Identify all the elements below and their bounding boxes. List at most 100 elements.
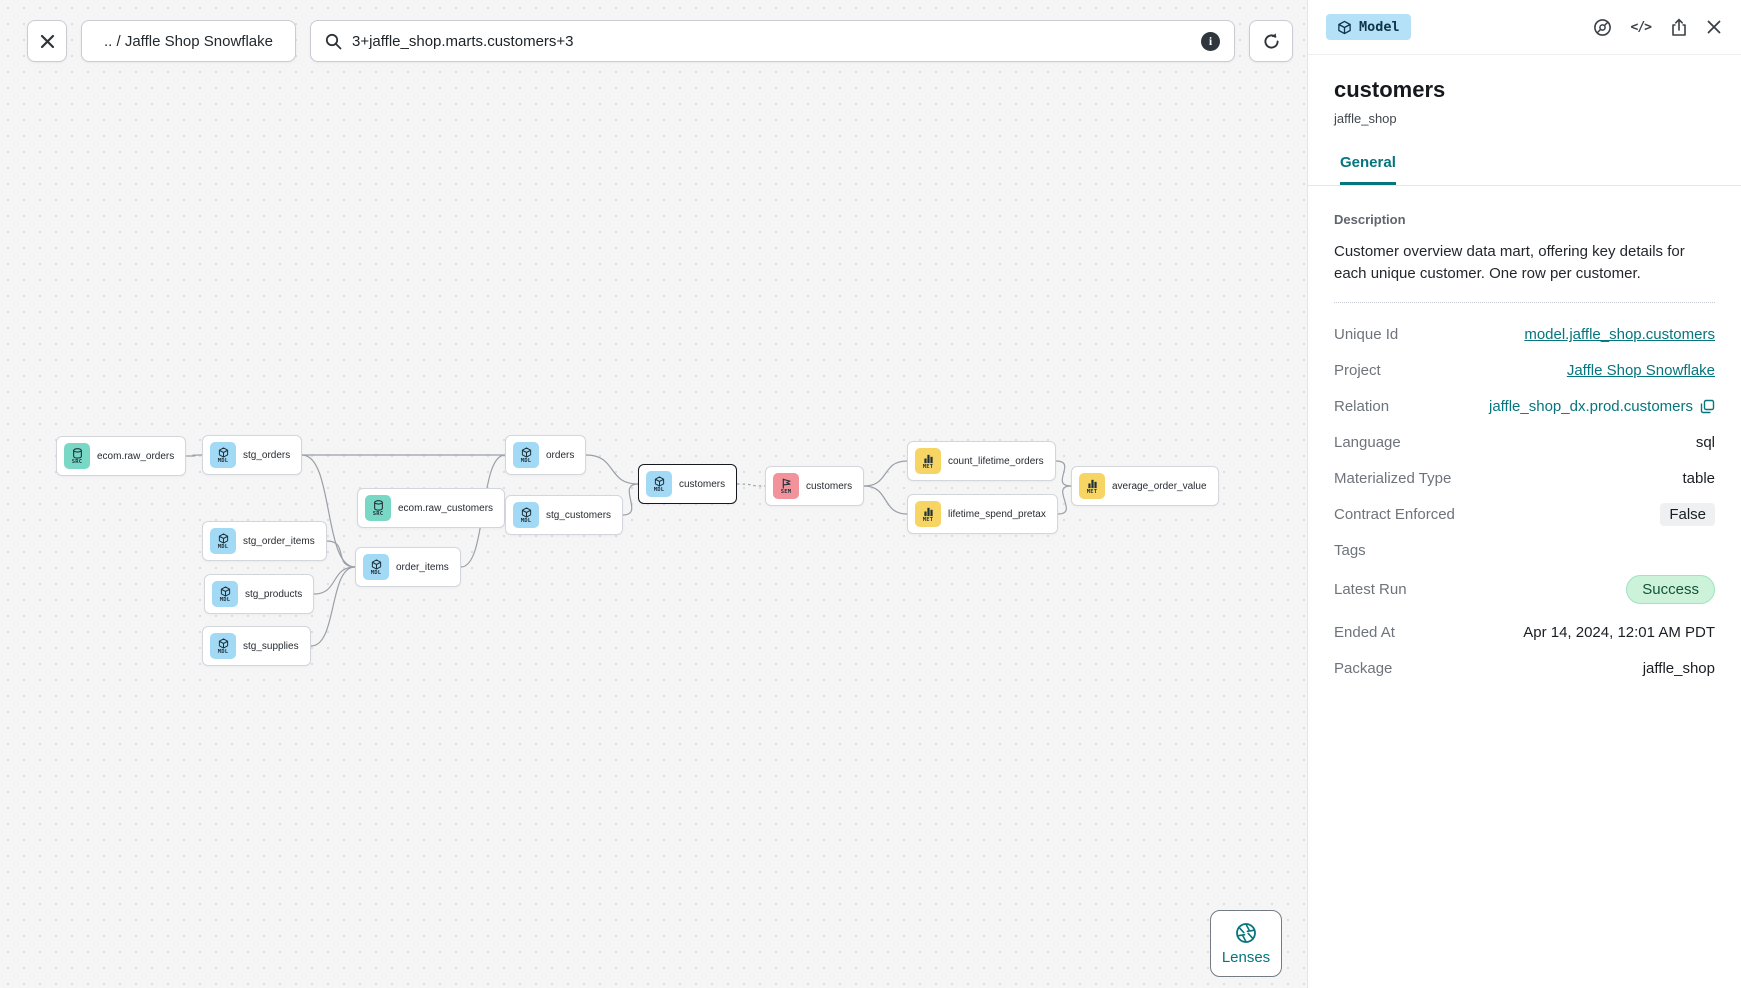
- resource-type-badge: Model: [1326, 14, 1411, 40]
- lineage-node-customers-sem[interactable]: SEM customers: [765, 466, 865, 506]
- node-label: count_lifetime_orders: [948, 455, 1044, 467]
- page-title: customers: [1334, 77, 1446, 102]
- detail-label: Tags: [1334, 542, 1366, 560]
- detail-link[interactable]: Jaffle Shop Snowflake: [1566, 362, 1715, 380]
- metric-bars-icon: MET: [1079, 473, 1105, 499]
- model-cube-icon: MDL: [210, 442, 236, 468]
- detail-value: False: [1660, 503, 1715, 527]
- detail-value: jaffle_shop_dx.prod.customers: [1489, 398, 1715, 415]
- lineage-edge: [313, 566, 356, 595]
- detail-row-relation: Relation jaffle_shop_dx.prod.customers: [1334, 395, 1715, 418]
- share-button[interactable]: [1670, 17, 1688, 37]
- node-label: lifetime_spend_pretax: [948, 508, 1046, 520]
- lineage-topbar: .. / Jaffle Shop Snowflake i: [0, 0, 1307, 62]
- node-label: average_order_value: [1112, 480, 1207, 492]
- detail-label: Latest Run: [1334, 581, 1407, 599]
- close-icon: [40, 34, 54, 48]
- panel-actions: </>: [1593, 17, 1721, 37]
- search-icon: [325, 33, 342, 49]
- model-cube-icon: MDL: [513, 502, 539, 528]
- detail-value: jaffle_shop: [1642, 660, 1715, 678]
- lenses-aperture-icon: [1236, 922, 1256, 943]
- detail-label: Ended At: [1334, 624, 1395, 642]
- detail-row-contract-enforced: Contract Enforced False: [1334, 503, 1715, 527]
- breadcrumb-label: .. / Jaffle Shop Snowflake: [104, 32, 273, 50]
- detail-row-unique-id: Unique Id model.jaffle_shop.customers: [1334, 323, 1715, 346]
- search-input[interactable]: [352, 32, 1191, 50]
- lineage-node-lifetime-spend-pretax[interactable]: MET lifetime_spend_pretax: [907, 494, 1058, 534]
- lens-compass-button[interactable]: [1593, 18, 1612, 37]
- status-badge: False: [1660, 503, 1715, 527]
- metric-bars-icon: MET: [915, 448, 941, 474]
- node-label: stg_orders: [243, 449, 291, 461]
- node-label: customers: [679, 478, 726, 490]
- node-label: order_items: [396, 561, 449, 573]
- detail-label: Language: [1334, 434, 1401, 452]
- detail-value: Success: [1626, 575, 1715, 605]
- close-lineage-button[interactable]: [27, 20, 67, 62]
- refresh-button[interactable]: [1249, 20, 1293, 62]
- relation-value: jaffle_shop_dx.prod.customers: [1488, 398, 1693, 416]
- model-cube-icon: MDL: [210, 528, 236, 554]
- detail-value: Jaffle Shop Snowflake: [1567, 362, 1715, 379]
- detail-label: Project: [1334, 362, 1381, 380]
- lineage-edge: [622, 483, 639, 516]
- detail-value: model.jaffle_shop.customers: [1524, 326, 1715, 343]
- lineage-edge: [736, 483, 766, 487]
- view-code-button[interactable]: </>: [1630, 19, 1653, 35]
- node-label: stg_products: [245, 588, 303, 600]
- detail-label: Relation: [1334, 398, 1390, 416]
- details-panel: Model </>: [1307, 0, 1741, 988]
- semantic-flag-icon: SEM: [773, 473, 799, 499]
- detail-value: Apr 14, 2024, 12:01 AM PDT: [1523, 624, 1715, 642]
- detail-link[interactable]: model.jaffle_shop.customers: [1524, 326, 1715, 344]
- lineage-search[interactable]: i: [310, 20, 1235, 62]
- close-panel-button[interactable]: [1707, 20, 1721, 34]
- lineage-edge: [310, 566, 356, 647]
- refresh-icon: [1263, 32, 1279, 49]
- panel-header: Model </>: [1308, 0, 1741, 55]
- info-icon[interactable]: i: [1201, 31, 1220, 51]
- lineage-edge: [326, 540, 356, 568]
- lineage-node-count-lifetime-orders[interactable]: MET count_lifetime_orders: [907, 441, 1056, 481]
- detail-label: Unique Id: [1334, 326, 1399, 344]
- close-icon: [1707, 20, 1721, 34]
- lineage-edge: [185, 454, 203, 457]
- copy-icon[interactable]: [1700, 399, 1715, 414]
- resource-type-label: Model: [1359, 19, 1400, 35]
- detail-row-ended-at: Ended At Apr 14, 2024, 12:01 AM PDT: [1334, 621, 1715, 644]
- detail-label: Package: [1334, 660, 1393, 678]
- lineage-node-ecom-raw-orders[interactable]: SRC ecom.raw_orders: [56, 436, 187, 476]
- detail-value: table: [1682, 470, 1715, 488]
- database-icon: SRC: [365, 495, 391, 521]
- node-label: ecom.raw_orders: [97, 450, 175, 462]
- detail-label: Contract Enforced: [1334, 506, 1455, 524]
- breadcrumb[interactable]: .. / Jaffle Shop Snowflake: [81, 20, 296, 62]
- lineage-edge: [585, 454, 639, 485]
- lineage-node-average-order-value[interactable]: MET average_order_value: [1071, 466, 1219, 506]
- tab-general[interactable]: General: [1340, 154, 1396, 185]
- node-label: ecom.raw_customers: [398, 502, 494, 514]
- metric-bars-icon: MET: [915, 501, 941, 527]
- description-label: Description: [1334, 212, 1406, 227]
- lineage-node-stg-orders[interactable]: MDL stg_orders: [202, 435, 303, 475]
- lineage-edge: [1057, 485, 1072, 515]
- node-label: customers: [806, 480, 853, 492]
- panel-tabs: General: [1308, 154, 1741, 186]
- lenses-label: Lenses: [1221, 948, 1271, 966]
- lenses-button[interactable]: Lenses: [1210, 910, 1282, 977]
- lineage-node-ecom-raw-customers[interactable]: SRC ecom.raw_customers: [357, 488, 506, 528]
- node-label: orders: [546, 449, 575, 461]
- share-icon: [1672, 17, 1686, 36]
- latest-run-status-badge: Success: [1626, 575, 1715, 605]
- database-icon: SRC: [64, 443, 90, 469]
